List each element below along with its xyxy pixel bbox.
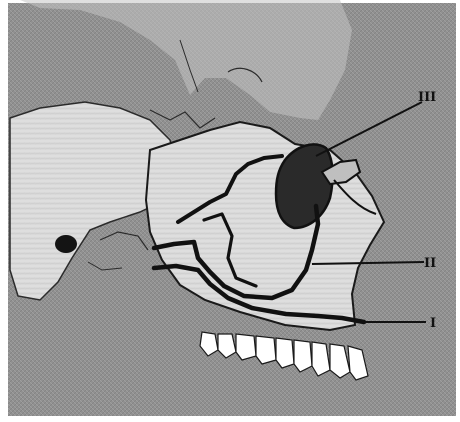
label-II: II (424, 256, 436, 271)
label-I: I (430, 316, 436, 331)
ear-canal (55, 235, 77, 253)
label-III: III (418, 90, 436, 105)
